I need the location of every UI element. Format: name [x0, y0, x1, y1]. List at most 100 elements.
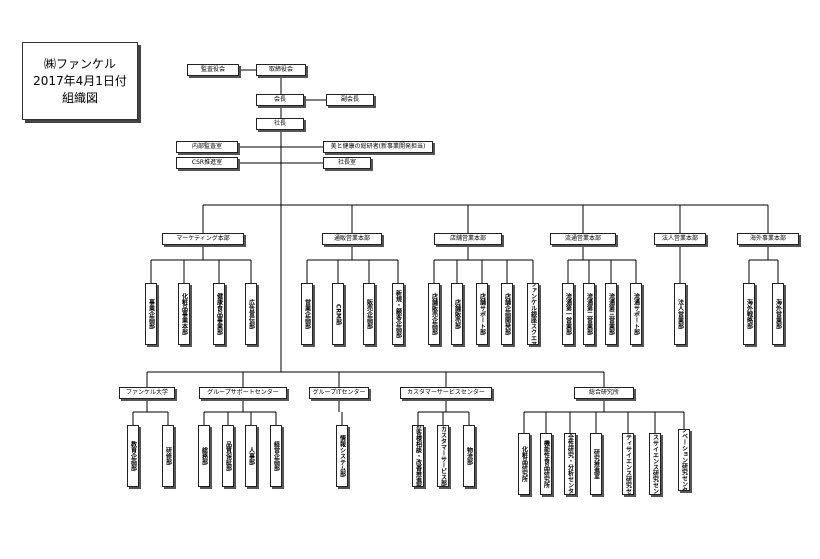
lower-unit-2-box: グループサポートセンター — [199, 387, 287, 399]
lower-unit-5-dept-5: ビューティサイエンス研究センター — [622, 433, 634, 495]
division-2-dept-3: 販売企画部 — [363, 283, 375, 345]
division-4-dept-1: 流通第一営業部 — [562, 283, 574, 345]
division-4-dept-2: 流通第二営業部 — [583, 283, 595, 345]
lower-unit-4-dept-2: カスタマーサービス部 — [437, 425, 449, 487]
lower-unit-1-dept-2-label: 研修部 — [164, 447, 172, 465]
division-4-dept-3-label: 流通第三営業部 — [607, 293, 615, 335]
division-3-box: 店舗営業本部 — [434, 233, 502, 245]
division-2-box-label: 通販営業本部 — [333, 235, 370, 242]
division-3-dept-5-label: ファンケル銀座スクエア — [529, 283, 537, 345]
company-name: ㈱ファンケル — [43, 56, 116, 71]
division-2-dept-2: CRM部 — [332, 283, 344, 345]
lower-unit-5-dept-7-label: イノベーション研究センター — [680, 429, 688, 491]
audit-board-label: 監査役会 — [200, 66, 225, 73]
division-2-dept-1-label: 営業企画部 — [303, 299, 311, 329]
division-6-dept-2: 海外営業部 — [772, 283, 784, 345]
lower-unit-5-dept-7: イノベーション研究センター — [678, 429, 690, 491]
lower-unit-2-dept-1-label: 総務部 — [200, 447, 208, 465]
division-5-dept-1: 法人営業部 — [674, 283, 686, 345]
board-of-directors-box: 取締役会 — [256, 64, 306, 76]
division-2-dept-2-label: CRM部 — [334, 303, 342, 325]
division-3-dept-4: 店舗企画開発部 — [501, 283, 513, 345]
division-3-dept-2: 店舗販売部 — [451, 283, 463, 345]
division-2-dept-4-label: 新規・顧客企画部 — [394, 290, 402, 338]
division-4-box-label: 流通営業本部 — [564, 235, 601, 242]
lower-unit-2-dept-1: 総務部 — [198, 425, 210, 487]
internal-audit-label: 内部監査室 — [191, 143, 222, 150]
division-3-dept-5: ファンケル銀座スクエア — [527, 283, 539, 345]
division-5-dept-1-label: 法人営業部 — [676, 299, 684, 329]
lower-unit-5-dept-3: 安全性研究・分析センター — [564, 433, 576, 495]
lower-unit-2-box-label: グループサポートセンター — [207, 389, 279, 396]
division-1-dept-1-label: 事業企画部 — [147, 299, 155, 329]
beauty-health-box: 美と健康の総研者(新事業開発担当) — [323, 141, 433, 153]
chart-title: 組織図 — [61, 90, 98, 105]
president-box: 社長 — [256, 118, 304, 130]
lower-unit-4-box: カスタマーサービスセンター — [400, 387, 492, 399]
division-4-dept-3: 流通第三営業部 — [605, 283, 617, 345]
division-3-dept-3-label: 店舗サポート部 — [478, 293, 486, 335]
lower-unit-4-dept-1: お客様相談・改善推進部 — [412, 425, 424, 487]
lower-unit-3-box: グループITセンター — [309, 387, 369, 399]
chart-date: 2017年4月1日付 — [33, 73, 127, 88]
lower-unit-5-dept-2-label: 機能性食品研究所 — [542, 440, 550, 488]
lower-unit-2-dept-2: 品質保証部 — [222, 425, 234, 487]
division-6-box-label: 海外事業本部 — [749, 235, 786, 242]
vice-chairman-label: 副会長 — [340, 96, 359, 103]
lower-unit-2-dept-4: 経営企画部 — [270, 425, 282, 487]
division-6-dept-1: 海外戦略部 — [743, 283, 755, 345]
lower-unit-1-dept-2: 研修部 — [162, 425, 174, 487]
lower-unit-5-dept-4-label: 研究推進室 — [592, 449, 600, 479]
division-2-dept-3-label: 販売企画部 — [365, 299, 373, 329]
division-1-dept-2-label: 化粧品事業本部 — [180, 293, 188, 335]
lower-unit-1-dept-1-label: 教育企画部 — [129, 441, 137, 471]
lower-unit-5-dept-1-label: 化粧品研究所 — [520, 446, 528, 482]
lower-unit-2-dept-3-label: 人事部 — [247, 447, 255, 465]
lower-unit-2-dept-2-label: 品質保証部 — [224, 441, 232, 471]
division-2-dept-4: 新規・顧客企画部 — [392, 283, 404, 345]
chairman-box: 会長 — [256, 94, 304, 106]
lower-unit-2-dept-3: 人事部 — [245, 425, 257, 487]
division-6-dept-2-label: 海外営業部 — [774, 299, 782, 329]
lower-unit-3-dept-1: 情報システム部 — [336, 425, 348, 487]
internal-audit-box: 内部監査室 — [176, 141, 238, 153]
division-1-dept-1: 事業企画部 — [145, 283, 157, 345]
division-1-dept-4: 広告宣伝部 — [245, 283, 257, 345]
lower-unit-1-box: ファンケル大学 — [119, 387, 175, 399]
division-4-dept-1-label: 流通第一営業部 — [564, 293, 572, 335]
division-3-dept-1-label: 店舗販売企画部 — [430, 293, 438, 335]
lower-unit-3-dept-1-label: 情報システム部 — [338, 435, 346, 477]
division-6-dept-1-label: 海外戦略部 — [745, 299, 753, 329]
division-3-dept-2-label: 店舗販売部 — [453, 299, 461, 329]
lower-unit-4-dept-3: 物流部 — [463, 425, 475, 487]
division-1-box: マーケティング本部 — [162, 233, 244, 245]
lower-unit-3-box-label: グループITセンター — [312, 389, 366, 396]
lower-unit-4-dept-3-label: 物流部 — [465, 447, 473, 465]
lower-unit-5-dept-6: ヘルスサイエンス研究センター — [649, 433, 661, 495]
division-3-dept-1: 店舗販売企画部 — [428, 283, 440, 345]
division-6-box: 海外事業本部 — [737, 233, 799, 245]
division-3-dept-4-label: 店舗企画開発部 — [503, 293, 511, 335]
division-4-dept-2-label: 流通第二営業部 — [585, 293, 593, 335]
lower-unit-1-box-label: ファンケル大学 — [125, 389, 168, 396]
lower-unit-5-dept-1: 化粧品研究所 — [518, 433, 530, 495]
division-1-dept-3: 健康食品事業部 — [213, 283, 225, 345]
vice-chairman-box: 副会長 — [326, 94, 374, 106]
president-office-label: 社長室 — [337, 159, 356, 166]
president-office-box: 社長室 — [323, 157, 371, 169]
division-3-box-label: 店舗営業本部 — [449, 235, 486, 242]
beauty-health-label: 美と健康の総研者(新事業開発担当) — [330, 143, 426, 150]
title-card: ㈱ファンケル 2017年4月1日付 組織図 — [22, 42, 138, 120]
lower-unit-4-box-label: カスタマーサービスセンター — [407, 389, 485, 396]
lower-unit-2-dept-4-label: 経営企画部 — [272, 441, 280, 471]
audit-board-box: 監査役会 — [187, 64, 239, 76]
board-of-directors-label: 取締役会 — [268, 66, 293, 73]
division-2-dept-1: 営業企画部 — [301, 283, 313, 345]
division-1-box-label: マーケティング本部 — [176, 235, 230, 242]
division-4-dept-4-label: 流通サポート部 — [632, 293, 640, 335]
lower-unit-5-box-label: 総合研究所 — [588, 389, 619, 396]
csr-label: CSR推進室 — [191, 159, 223, 166]
division-4-dept-4: 流通サポート部 — [630, 283, 642, 345]
division-4-box: 流通営業本部 — [550, 233, 616, 245]
